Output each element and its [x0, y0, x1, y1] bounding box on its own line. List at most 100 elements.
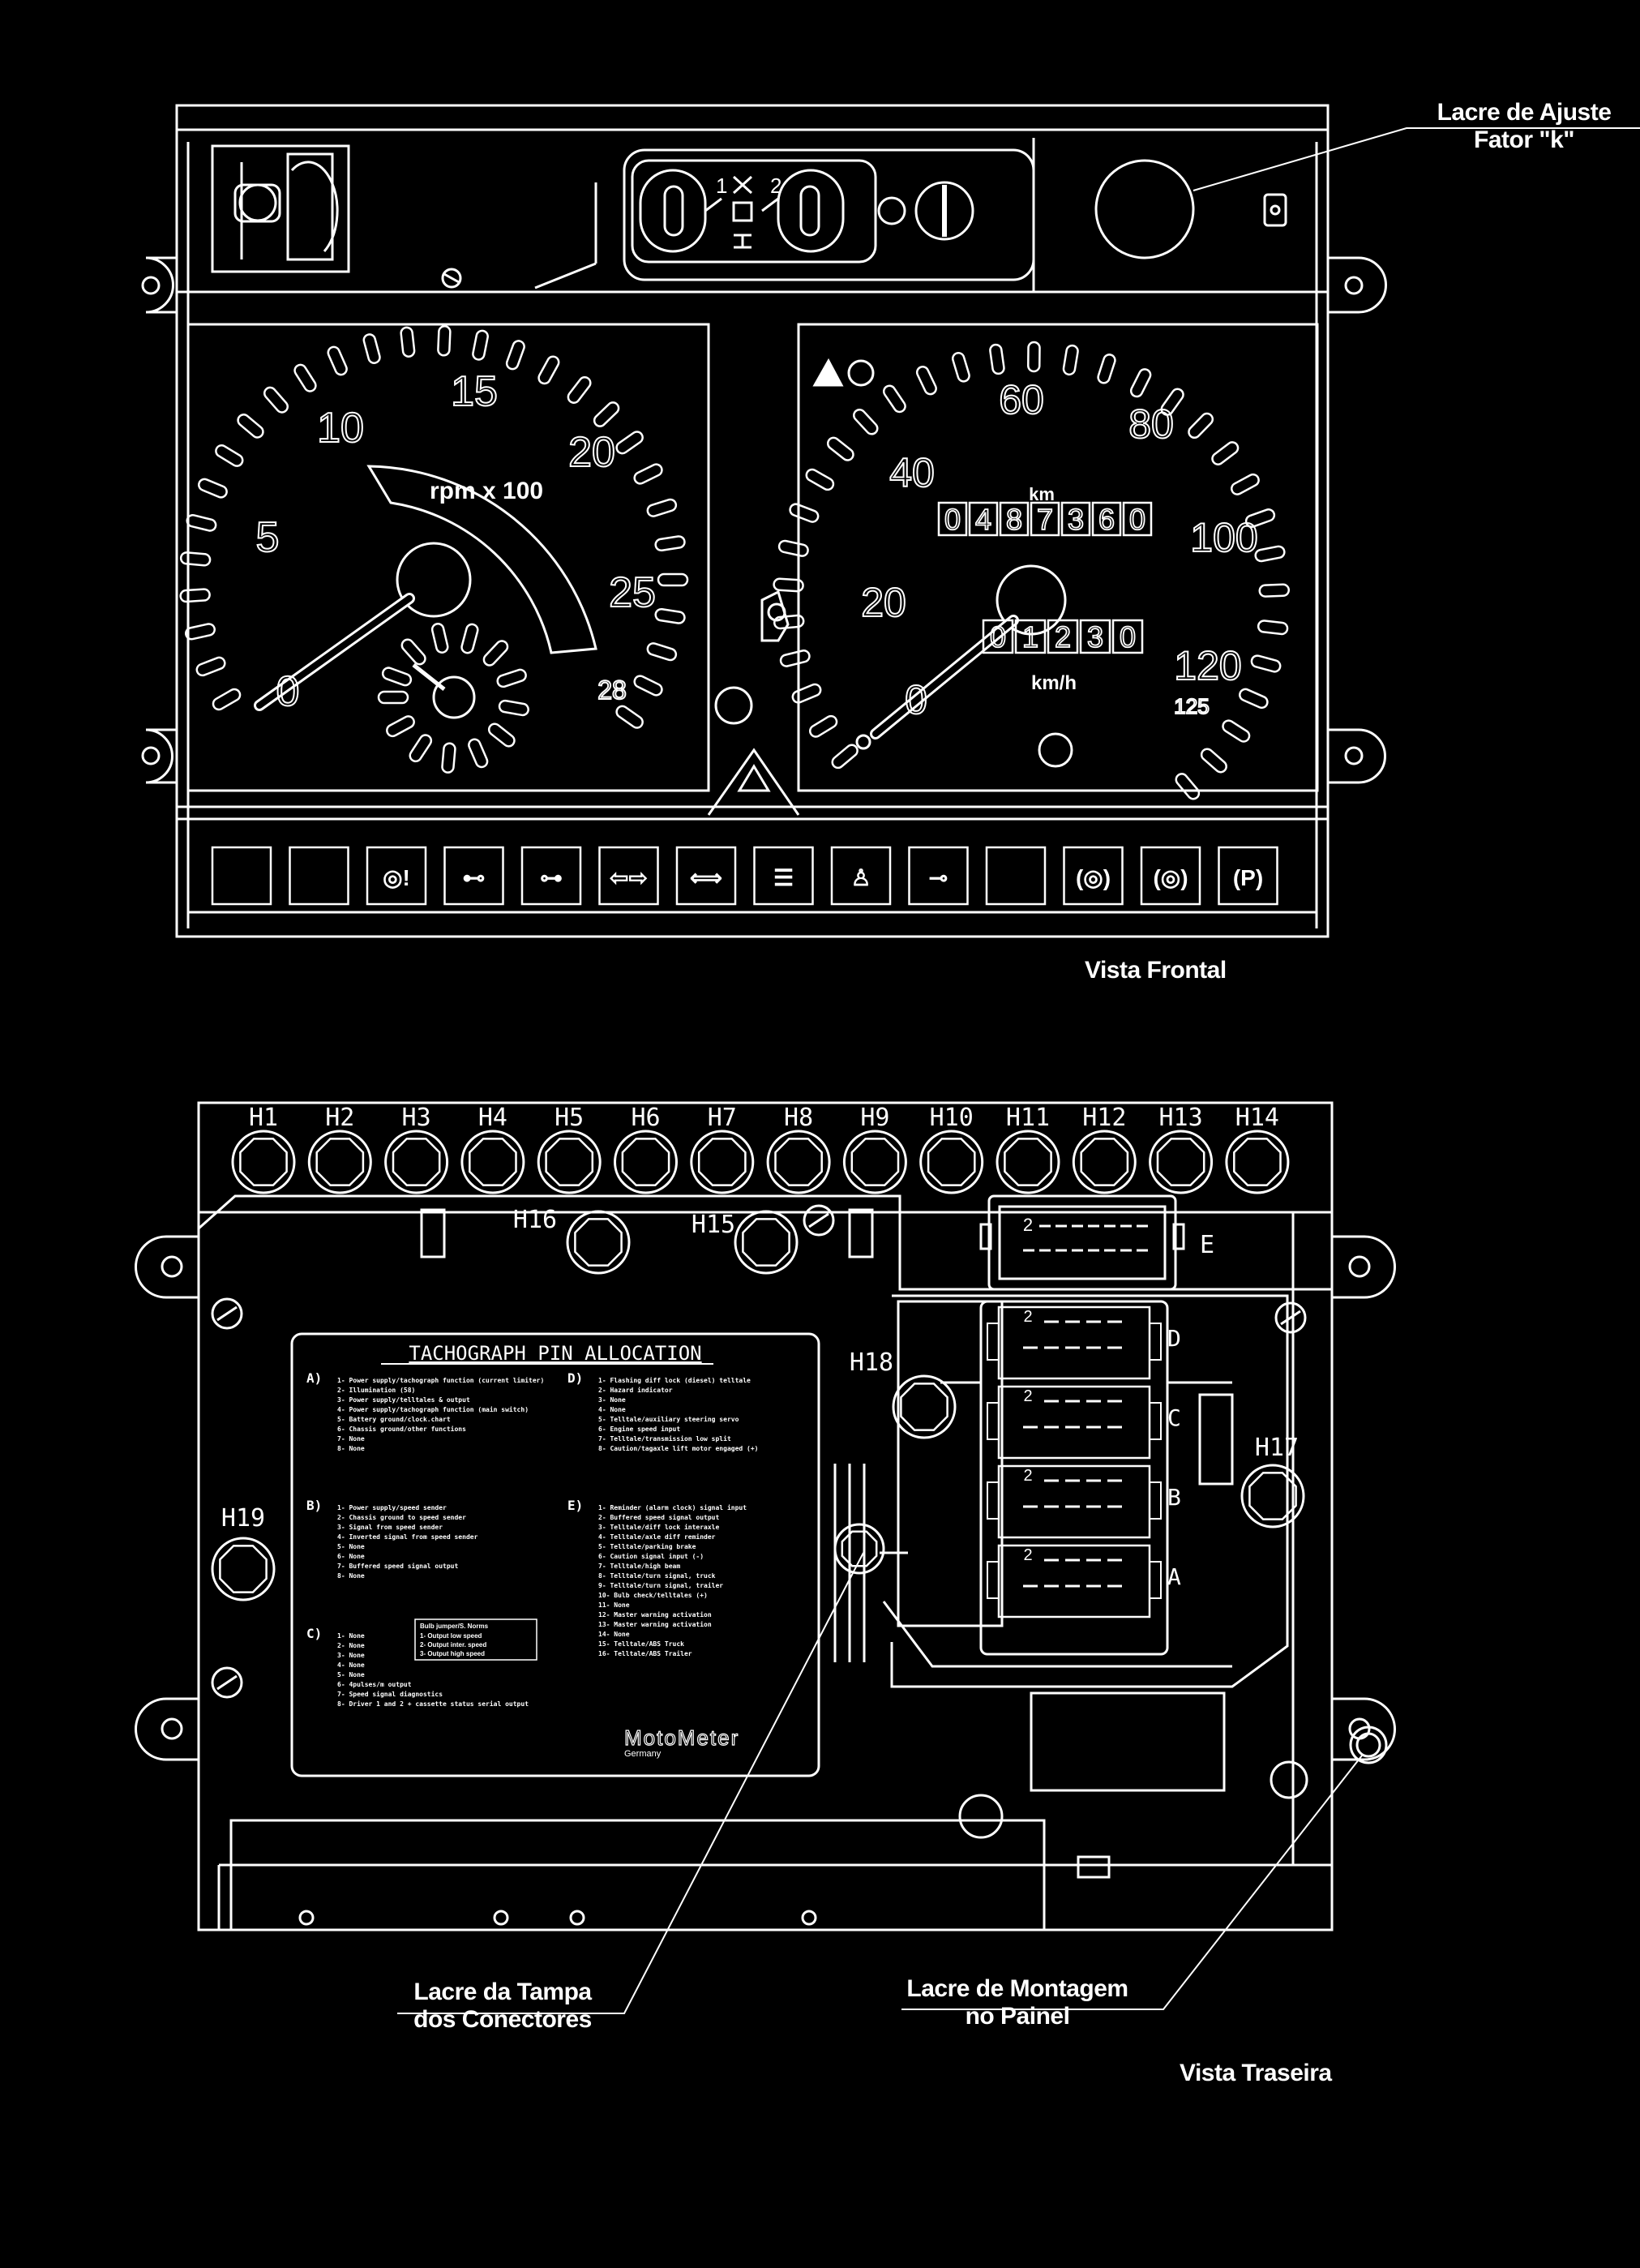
odometer-digit: 7	[1037, 503, 1053, 536]
scale-tick	[1257, 620, 1289, 636]
trip-digit: 1	[1022, 620, 1038, 654]
pin-line: 8- Telltale/turn signal, truck	[598, 1571, 716, 1580]
scale-tick	[1200, 748, 1227, 774]
speed-jumper-box	[414, 1618, 537, 1661]
front-view-instrument	[141, 104, 1387, 938]
scale-tick	[853, 408, 879, 435]
connector-label-h16: H16	[513, 1206, 557, 1234]
block-label: A	[1167, 1563, 1181, 1590]
front-view-label: Vista Frontal	[1085, 957, 1227, 984]
rpm-scale-label: 20	[568, 429, 615, 476]
connector-label: H10	[930, 1104, 974, 1132]
scale-tick	[263, 386, 289, 414]
scale-tick	[777, 539, 809, 557]
connector-socket-inner	[742, 1218, 790, 1267]
scale-tick	[1175, 773, 1201, 800]
connector-socket-inner	[574, 1218, 623, 1267]
pin-line: 8- Driver 1 and 2 + cassette status seri…	[337, 1700, 529, 1708]
odometer-digit: 0	[1129, 503, 1145, 536]
connector-socket	[996, 1130, 1060, 1194]
scale-tick	[400, 638, 426, 666]
pin-number: 2	[1023, 1467, 1032, 1485]
rear-view-label: Vista Traseira	[1180, 2060, 1332, 2086]
pin-line: 1- Reminder (alarm clock) signal input	[598, 1503, 747, 1511]
pin-line: 8- None	[337, 1572, 365, 1580]
pin-line: 9- Telltale/turn signal, trailer	[598, 1581, 723, 1589]
scale-tick	[185, 623, 216, 641]
pin-line: 4- None	[598, 1406, 626, 1413]
pin-line: 7- Buffered speed signal output	[337, 1562, 458, 1570]
connector-socket-inner	[239, 1138, 288, 1186]
brand-origin: Germany	[624, 1749, 662, 1759]
connector-socket-inner	[392, 1138, 441, 1186]
pin-number: 2	[1023, 1215, 1033, 1235]
connector-label: H2	[325, 1104, 354, 1132]
connector-label: H7	[708, 1104, 737, 1132]
scale-tick	[808, 714, 838, 738]
scale-tick	[882, 384, 906, 414]
block-label: B	[1167, 1484, 1181, 1511]
scale-tick	[657, 572, 689, 587]
odometer-digit: 3	[1068, 503, 1084, 536]
scale-tick	[826, 436, 854, 461]
driver2-digit: 2	[770, 174, 781, 198]
speed-scale-label: 40	[889, 450, 935, 495]
scale-tick	[362, 333, 381, 364]
connector-socket	[1072, 1130, 1137, 1194]
speedo-hub	[996, 564, 1067, 636]
pin-line: 7- None	[337, 1435, 365, 1443]
scale-tick	[468, 738, 489, 769]
scale-tick	[789, 503, 820, 523]
scale-tick	[989, 343, 1005, 375]
pin-line: 5- Telltale/auxiliary steering servo	[598, 1415, 739, 1423]
brand-logo: MotoMeter	[624, 1726, 739, 1750]
pin-line: 5- Battery ground/clock.chart	[337, 1416, 451, 1423]
connector-socket	[211, 1537, 276, 1601]
connector-label: H6	[631, 1104, 660, 1132]
speed-jumper-line: 1- Output low speed	[420, 1632, 482, 1640]
tach-needle-inner	[256, 595, 413, 709]
turn-signals-truck-icon: ⇦⇨	[610, 865, 648, 890]
connector-socket-inner	[900, 1383, 948, 1431]
scale-tick	[1211, 441, 1240, 465]
scale-tick	[1222, 719, 1251, 743]
scale-tick	[951, 351, 970, 383]
scale-tick	[237, 414, 264, 439]
connector-socket-inner	[545, 1138, 594, 1186]
scale-tick	[537, 355, 560, 385]
connector-cover-seal-label-line1: Lacre da Tampa	[413, 1979, 592, 2005]
connector-label: H5	[555, 1104, 584, 1132]
pin-group-id: E)	[567, 1498, 583, 1513]
scale-tick	[567, 375, 592, 404]
block-latch	[1149, 1402, 1162, 1440]
scale-tick	[496, 668, 527, 688]
connector-label: H8	[784, 1104, 813, 1132]
pin-line: 15- Telltale/ABS Truck	[598, 1640, 684, 1648]
pin-line: 14- None	[598, 1631, 630, 1638]
pin-line: 2- Buffered speed signal output	[598, 1513, 719, 1521]
pin-line: 16- Telltale/ABS Trailer	[598, 1649, 692, 1657]
connector-socket	[1240, 1464, 1305, 1528]
speed-jumper-line: 2- Output inter. speed	[420, 1641, 486, 1648]
connector-label-h18: H18	[850, 1348, 893, 1377]
scale-tick	[805, 468, 835, 491]
pin-line: 3- Power supply/telltales & output	[337, 1396, 470, 1404]
lamp-frame	[1063, 846, 1124, 906]
connector-socket-inner	[850, 1138, 900, 1186]
pin-line: 3- None	[598, 1396, 626, 1404]
trip-digit-box	[1014, 619, 1047, 654]
connector-socket	[919, 1130, 984, 1194]
lamp-frame	[1140, 846, 1201, 906]
pin-line: 3- Signal from speed sender	[337, 1523, 443, 1531]
pin-line: 4- Inverted signal from speed sender	[337, 1533, 478, 1541]
pin-line: 8- None	[337, 1445, 365, 1452]
scale-tick	[505, 340, 525, 371]
pin-line: 13- Master warning activation	[598, 1620, 712, 1628]
connector-socket	[690, 1130, 755, 1194]
rpm-scale-label: 10	[317, 405, 364, 452]
speed-scale-label: 80	[1128, 401, 1174, 447]
connector-socket-inner	[219, 1545, 268, 1593]
pin-line: 1- Flashing diff lock (diesel) telltale	[598, 1376, 751, 1384]
